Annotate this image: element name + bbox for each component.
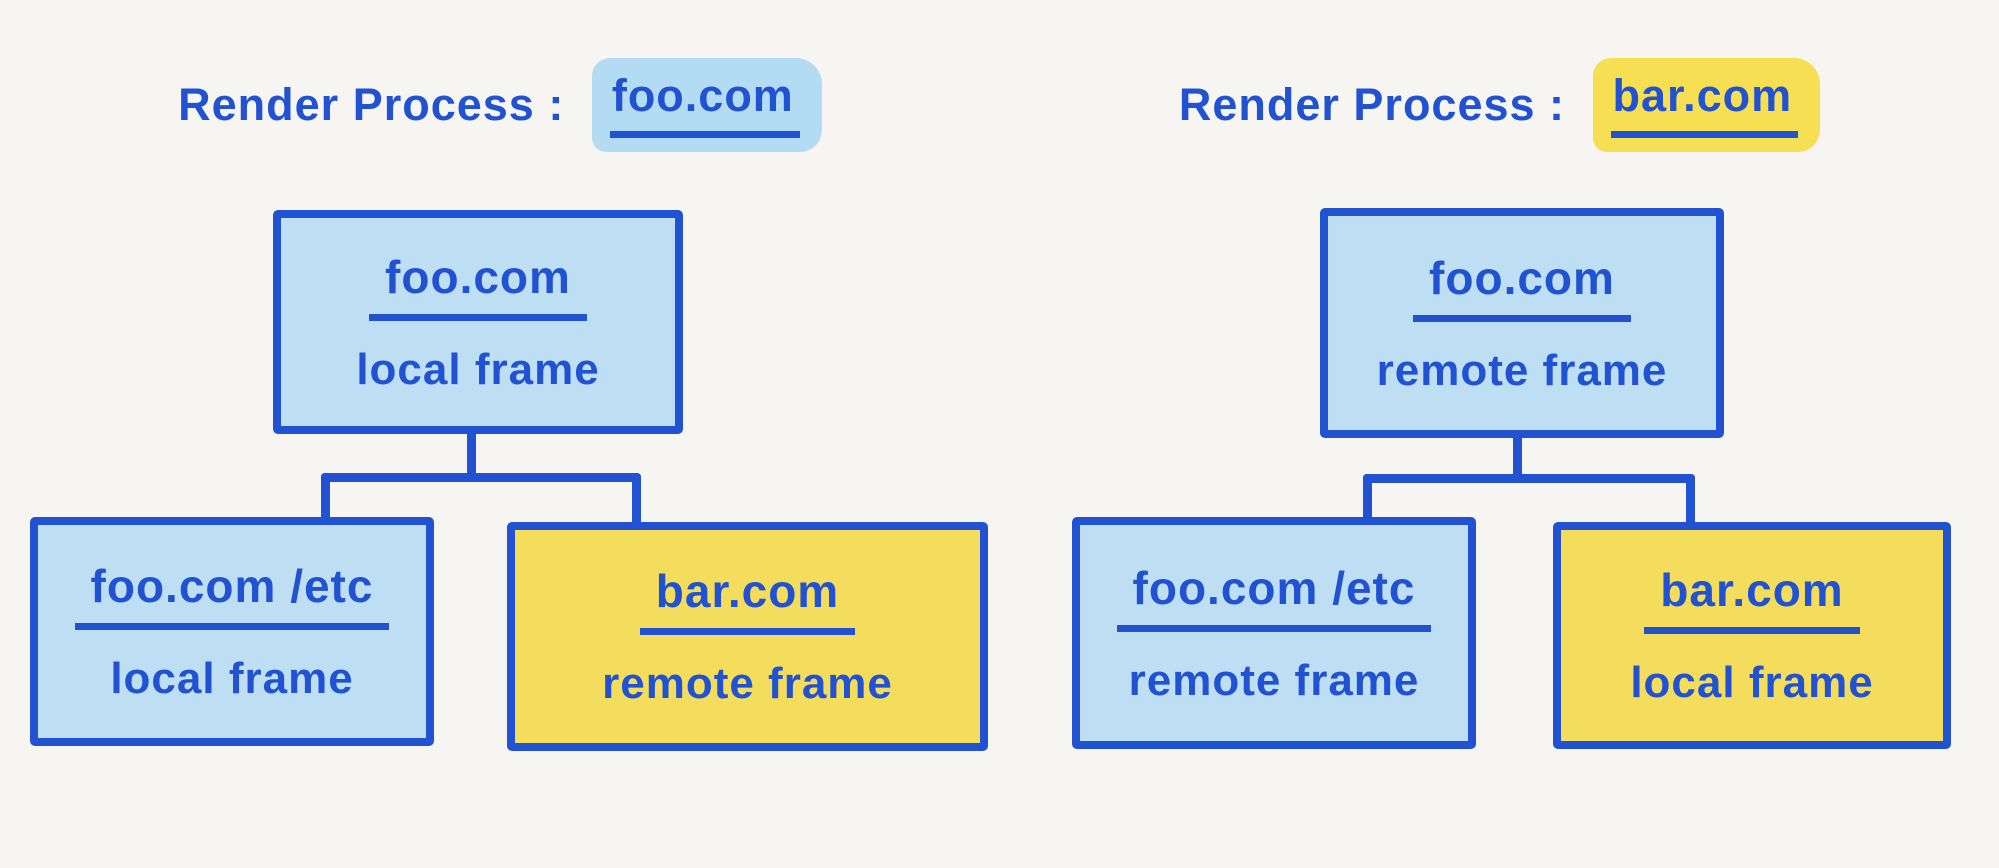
frame-node-root: foo.com local frame xyxy=(273,210,683,434)
connector-bar xyxy=(1363,474,1695,483)
connector-bar xyxy=(321,473,641,482)
node-frame-type: remote frame xyxy=(1376,345,1668,395)
node-domain: foo.com xyxy=(369,250,587,321)
node-frame-type: local frame xyxy=(1630,658,1874,707)
title-domain: foo.com xyxy=(609,70,800,138)
title-prefix: Render Process : xyxy=(178,79,565,130)
node-frame-type: local frame xyxy=(356,344,600,394)
node-frame-type: remote frame xyxy=(1128,655,1420,705)
frame-node-child-right: bar.com remote frame xyxy=(507,522,988,751)
connector-stem xyxy=(467,430,476,482)
connector-drop-left xyxy=(1363,474,1372,523)
title-prefix: Render Process : xyxy=(1178,79,1566,130)
tree-title: Render Process : foo.com xyxy=(0,58,1000,152)
frame-node-child-left: foo.com /etc remote frame xyxy=(1072,517,1476,749)
title-domain: bar.com xyxy=(1610,70,1799,138)
node-frame-type: remote frame xyxy=(602,659,893,708)
connector-drop-right xyxy=(1686,474,1695,528)
connector-stem xyxy=(1513,434,1522,482)
connector-drop-right xyxy=(632,473,641,528)
node-domain: bar.com xyxy=(1644,563,1860,634)
frame-node-child-right: bar.com local frame xyxy=(1553,522,1951,749)
tree-title: Render Process : bar.com xyxy=(1000,58,1999,152)
title-domain-highlight: foo.com xyxy=(591,58,822,152)
node-domain: foo.com xyxy=(1413,251,1631,322)
node-frame-type: local frame xyxy=(110,654,354,703)
node-domain: foo.com /etc xyxy=(1116,561,1432,632)
node-domain: bar.com xyxy=(639,564,856,635)
frame-node-child-left: foo.com /etc local frame xyxy=(30,517,434,746)
title-domain-highlight: bar.com xyxy=(1592,58,1821,152)
node-domain: foo.com /etc xyxy=(74,559,390,630)
connector-drop-left xyxy=(321,473,330,523)
frame-node-root: foo.com remote frame xyxy=(1320,208,1724,438)
